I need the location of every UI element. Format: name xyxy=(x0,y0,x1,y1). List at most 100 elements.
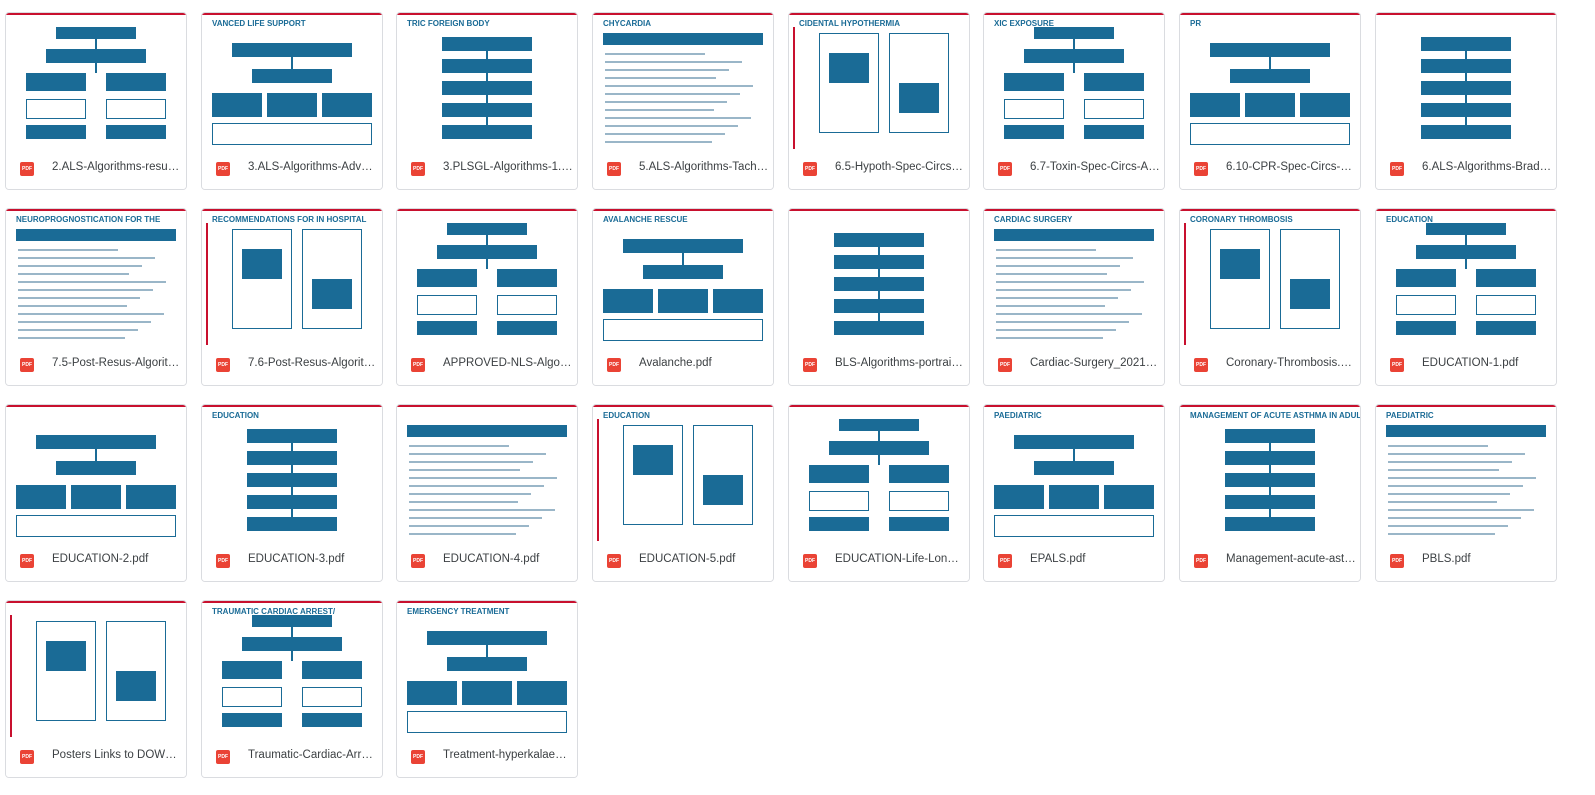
file-name[interactable]: Management-acute-asth... xyxy=(1226,553,1356,565)
file-name[interactable]: Treatment-hyperkalaemi... xyxy=(443,749,573,761)
file-name[interactable]: BLS-Algorithms-portrait.... xyxy=(835,357,965,369)
file-name[interactable]: 3.ALS-Algorithms-Advan... xyxy=(248,161,378,173)
file-thumbnail[interactable]: RECOMMENDATIONS FOR IN HOSPITAL xyxy=(202,209,382,345)
file-thumbnail[interactable]: CHYCARDIA xyxy=(593,13,773,149)
file-thumbnail[interactable] xyxy=(397,405,577,541)
file-name[interactable]: EDUCATION-1.pdf xyxy=(1422,357,1519,369)
file-thumbnail[interactable]: AVALANCHE RESCUE xyxy=(593,209,773,345)
file-thumbnail[interactable]: CIDENTAL HYPOTHERMIA xyxy=(789,13,969,149)
file-name[interactable]: EPALS.pdf xyxy=(1030,553,1086,565)
file-name[interactable]: 5.ALS-Algorithms-Tachy... xyxy=(639,161,769,173)
file-thumbnail[interactable] xyxy=(6,405,186,541)
file-name[interactable]: 6.10-CPR-Spec-Circs-Al... xyxy=(1226,161,1356,173)
file-name[interactable]: 6.5-Hypoth-Spec-Circs-A... xyxy=(835,161,965,173)
file-thumbnail[interactable]: TRIC FOREIGN BODY xyxy=(397,13,577,149)
file-thumbnail[interactable]: TRAUMATIC CARDIAC ARREST/ xyxy=(202,601,382,737)
file-thumbnail[interactable]: MANAGEMENT OF ACUTE ASTHMA IN ADULTS IN … xyxy=(1180,405,1360,541)
file-name[interactable]: APPROVED-NLS-Algorit... xyxy=(443,357,573,369)
file-name[interactable]: 7.5-Post-Resus-Algorith... xyxy=(52,357,182,369)
file-name[interactable]: Avalanche.pdf xyxy=(639,357,712,369)
file-name[interactable]: PBLS.pdf xyxy=(1422,553,1471,565)
file-thumbnail[interactable]: PAEDIATRIC xyxy=(984,405,1164,541)
file-name[interactable]: EDUCATION-4.pdf xyxy=(443,553,540,565)
file-thumbnail[interactable] xyxy=(1376,13,1556,149)
file-thumbnail[interactable]: CARDIAC SURGERY xyxy=(984,209,1164,345)
file-name[interactable]: EDUCATION-2.pdf xyxy=(52,553,149,565)
file-thumbnail[interactable] xyxy=(789,405,969,541)
file-name[interactable]: EDUCATION-5.pdf xyxy=(639,553,736,565)
file-thumbnail[interactable] xyxy=(6,13,186,149)
file-thumbnail[interactable]: VANCED LIFE SUPPORT xyxy=(202,13,382,149)
file-name[interactable]: 6.ALS-Algorithms-Brady... xyxy=(1422,161,1552,173)
file-thumbnail[interactable]: EMERGENCY TREATMENT xyxy=(397,601,577,737)
file-name[interactable]: 7.6-Post-Resus-Algorith... xyxy=(248,357,378,369)
file-thumbnail[interactable] xyxy=(397,209,577,345)
file-thumbnail[interactable]: EDUCATION xyxy=(202,405,382,541)
file-name[interactable]: 3.PLSGL-Algorithms-1.pdf xyxy=(443,161,573,173)
file-thumbnail[interactable]: CORONARY THROMBOSIS xyxy=(1180,209,1360,345)
file-card[interactable]: MANAGEMENT OF ACUTE ASTHMA IN ADULTS IN … xyxy=(1179,404,1361,582)
file-name[interactable]: 6.7-Toxin-Spec-Circs-Alg... xyxy=(1030,161,1160,173)
file-thumbnail[interactable]: EDUCATION xyxy=(593,405,773,541)
file-name[interactable]: EDUCATION-3.pdf xyxy=(248,553,345,565)
file-name[interactable]: EDUCATION-Life-Long-L... xyxy=(835,553,965,565)
file-thumbnail[interactable]: XIC EXPOSURE xyxy=(984,13,1164,149)
file-thumbnail[interactable]: NEUROPROGNOSTICATION FOR THE xyxy=(6,209,186,345)
file-thumbnail[interactable]: PR xyxy=(1180,13,1360,149)
file-name[interactable]: Coronary-Thrombosis.pdf xyxy=(1226,357,1356,369)
file-thumbnail[interactable]: EDUCATION xyxy=(1376,209,1556,345)
